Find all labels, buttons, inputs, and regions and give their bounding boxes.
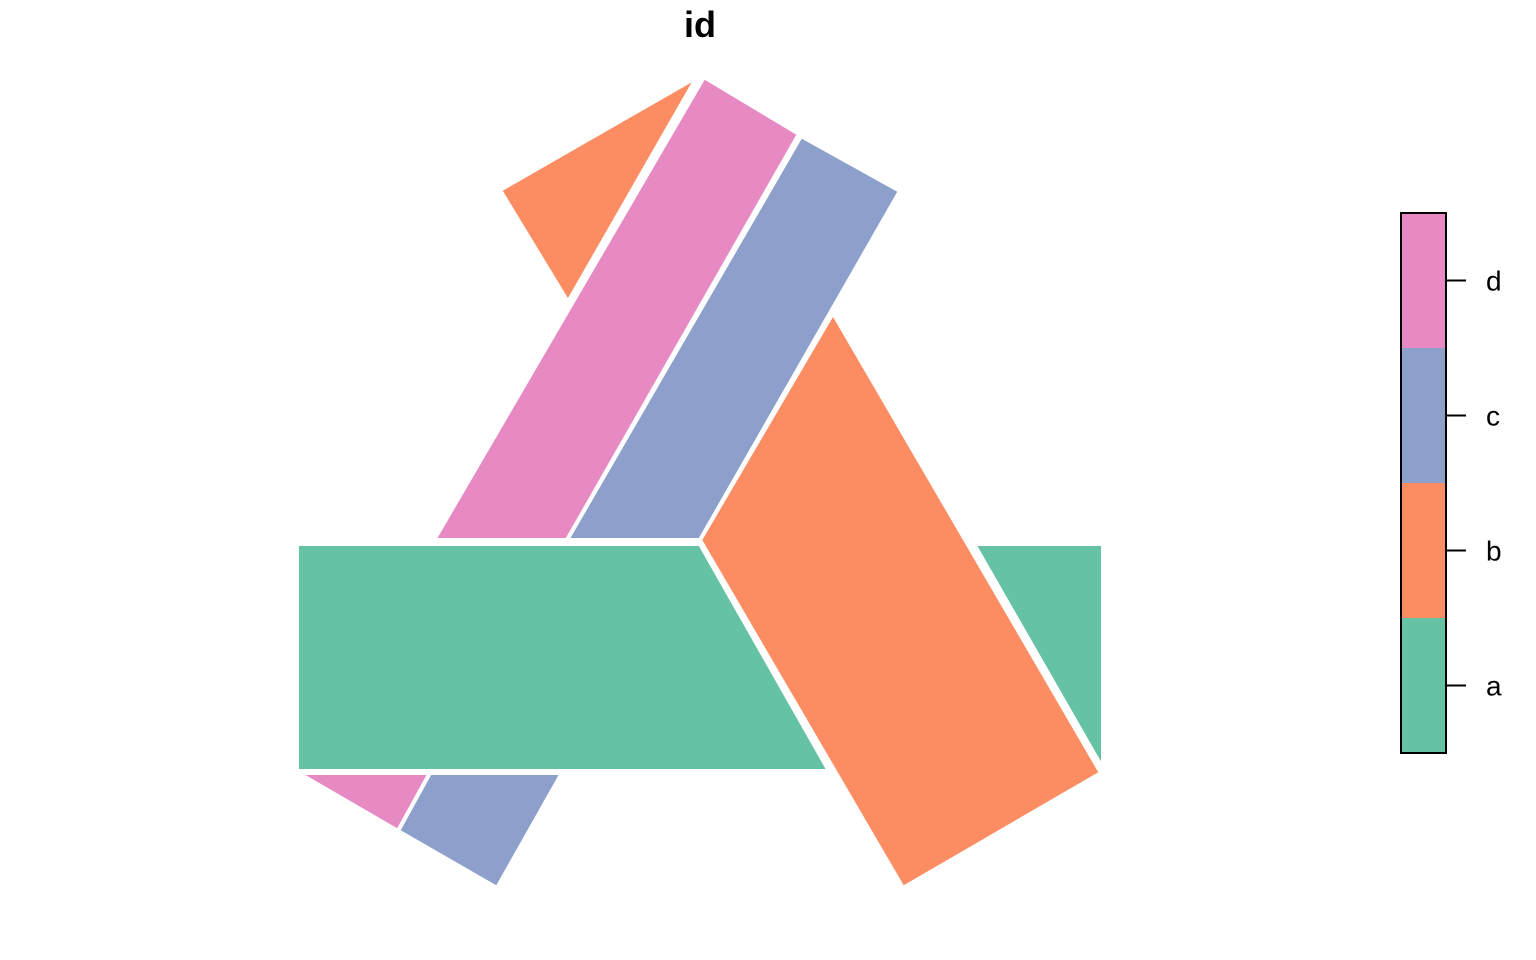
map-layer [295, 75, 1105, 890]
region-a-right-piece [972, 542, 1105, 771]
legend-label-b: b [1486, 536, 1502, 567]
legend-color-bar [1401, 213, 1446, 753]
region-b-main-band [698, 311, 1103, 890]
legend-swatch-d [1401, 213, 1446, 348]
chart-title: id [684, 4, 716, 45]
legend-swatch-c [1401, 348, 1446, 483]
legend-swatch-a [1401, 618, 1446, 753]
legend: a b c d [1400, 212, 1502, 754]
region-a-main-band [295, 542, 831, 773]
legend-label-a: a [1486, 671, 1502, 702]
region-c-lower-piece [396, 771, 564, 890]
legend-ticks [1446, 279, 1466, 687]
legend-swatch-b [1401, 483, 1446, 618]
legend-label-c: c [1486, 401, 1500, 432]
legend-labels: a b c d [1486, 266, 1502, 702]
legend-frame [1400, 212, 1447, 754]
legend-label-d: d [1486, 266, 1502, 297]
region-b-top-triangle [498, 75, 699, 304]
